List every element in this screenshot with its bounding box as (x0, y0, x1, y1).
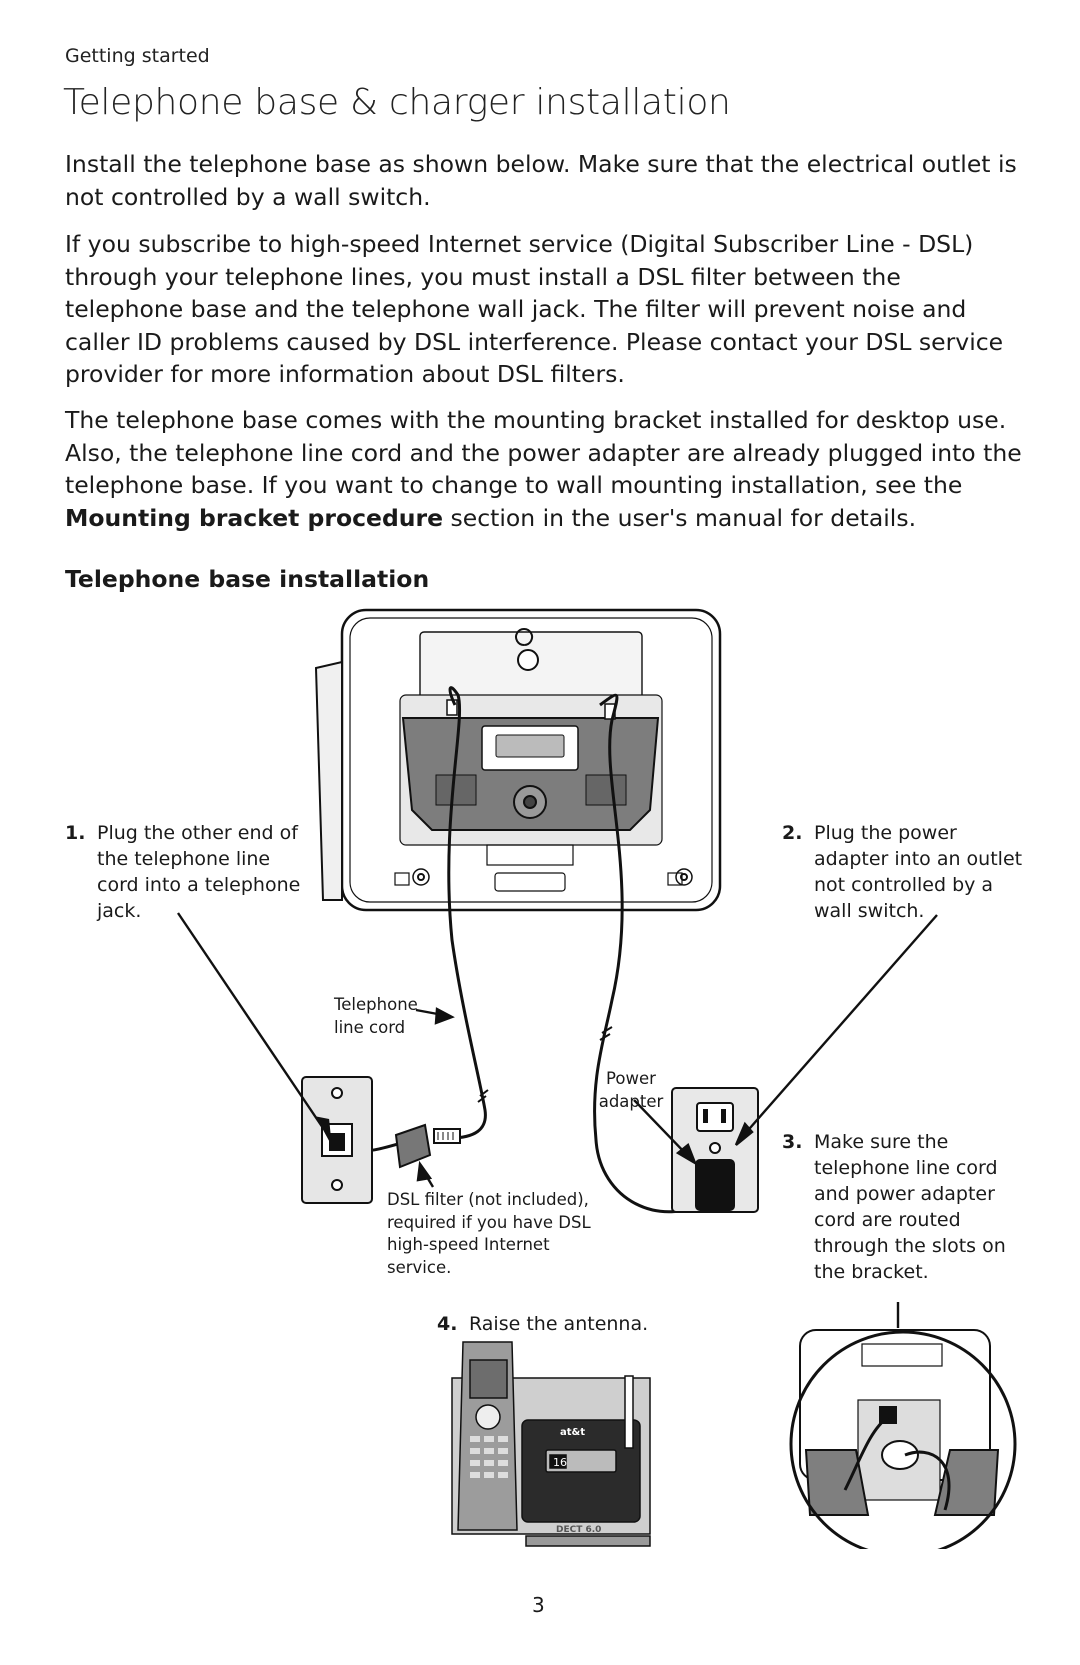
bracket-slots-detail-view (799, 1329, 1000, 1516)
intro-paragraph-3: The telephone base comes with the mounti… (65, 406, 1022, 532)
step-3-text: Make sure the telephone line cord and po… (814, 1131, 1006, 1283)
electrical-outlet (671, 1087, 759, 1213)
step-3-number: 3. (782, 1131, 803, 1153)
power-adapter-callout: Power adapter (598, 1069, 664, 1111)
phone-brand-logo: at&t (560, 1427, 585, 1438)
power-adapter-cord (593, 693, 711, 1214)
step-4-number: 4. (437, 1313, 458, 1335)
intro-paragraph-2: If you subscribe to high-speed Internet … (65, 230, 1004, 388)
telephone-wall-jack (301, 1076, 373, 1204)
line-cord-callout: Telephone line cord (334, 995, 418, 1037)
step-4-text: Raise the antenna. (469, 1313, 649, 1335)
phone-model-label: DECT 6.0 (556, 1525, 601, 1535)
step-2-text: Plug the power adapter into an outlet no… (814, 822, 1023, 922)
step-1-text: Plug the other end of the telephone line… (97, 822, 301, 922)
intro-paragraph-1: Install the telephone base as shown belo… (65, 150, 1017, 211)
callout-arrows (177, 912, 938, 1328)
step-1: 1. Plug the other end of the telephone l… (65, 820, 315, 930)
telephone-base-rear-view (314, 608, 722, 912)
page-title: Telephone base & charger installation (63, 82, 731, 123)
step-3: 3. Make sure the telephone line cord and… (782, 1129, 1032, 1289)
installation-heading: Telephone base installation (65, 565, 430, 593)
step-2: 2. Plug the power adapter into an outlet… (782, 820, 1032, 930)
section-label: Getting started (65, 45, 210, 67)
step-4: 4. Raise the antenna. (437, 1311, 697, 1341)
dsl-filter (394, 1123, 461, 1169)
telephone-line-cord (447, 686, 487, 1140)
dsl-filter-callout: DSL filter (not included), required if y… (387, 1190, 591, 1277)
cordless-phone-front-view (451, 1341, 651, 1547)
phone-display: 16 (553, 1456, 567, 1469)
page-number: 3 (532, 1593, 545, 1617)
mounting-bracket-link-text: Mounting bracket procedure (65, 503, 444, 532)
step-2-number: 2. (782, 822, 803, 844)
step-1-number: 1. (65, 822, 86, 844)
